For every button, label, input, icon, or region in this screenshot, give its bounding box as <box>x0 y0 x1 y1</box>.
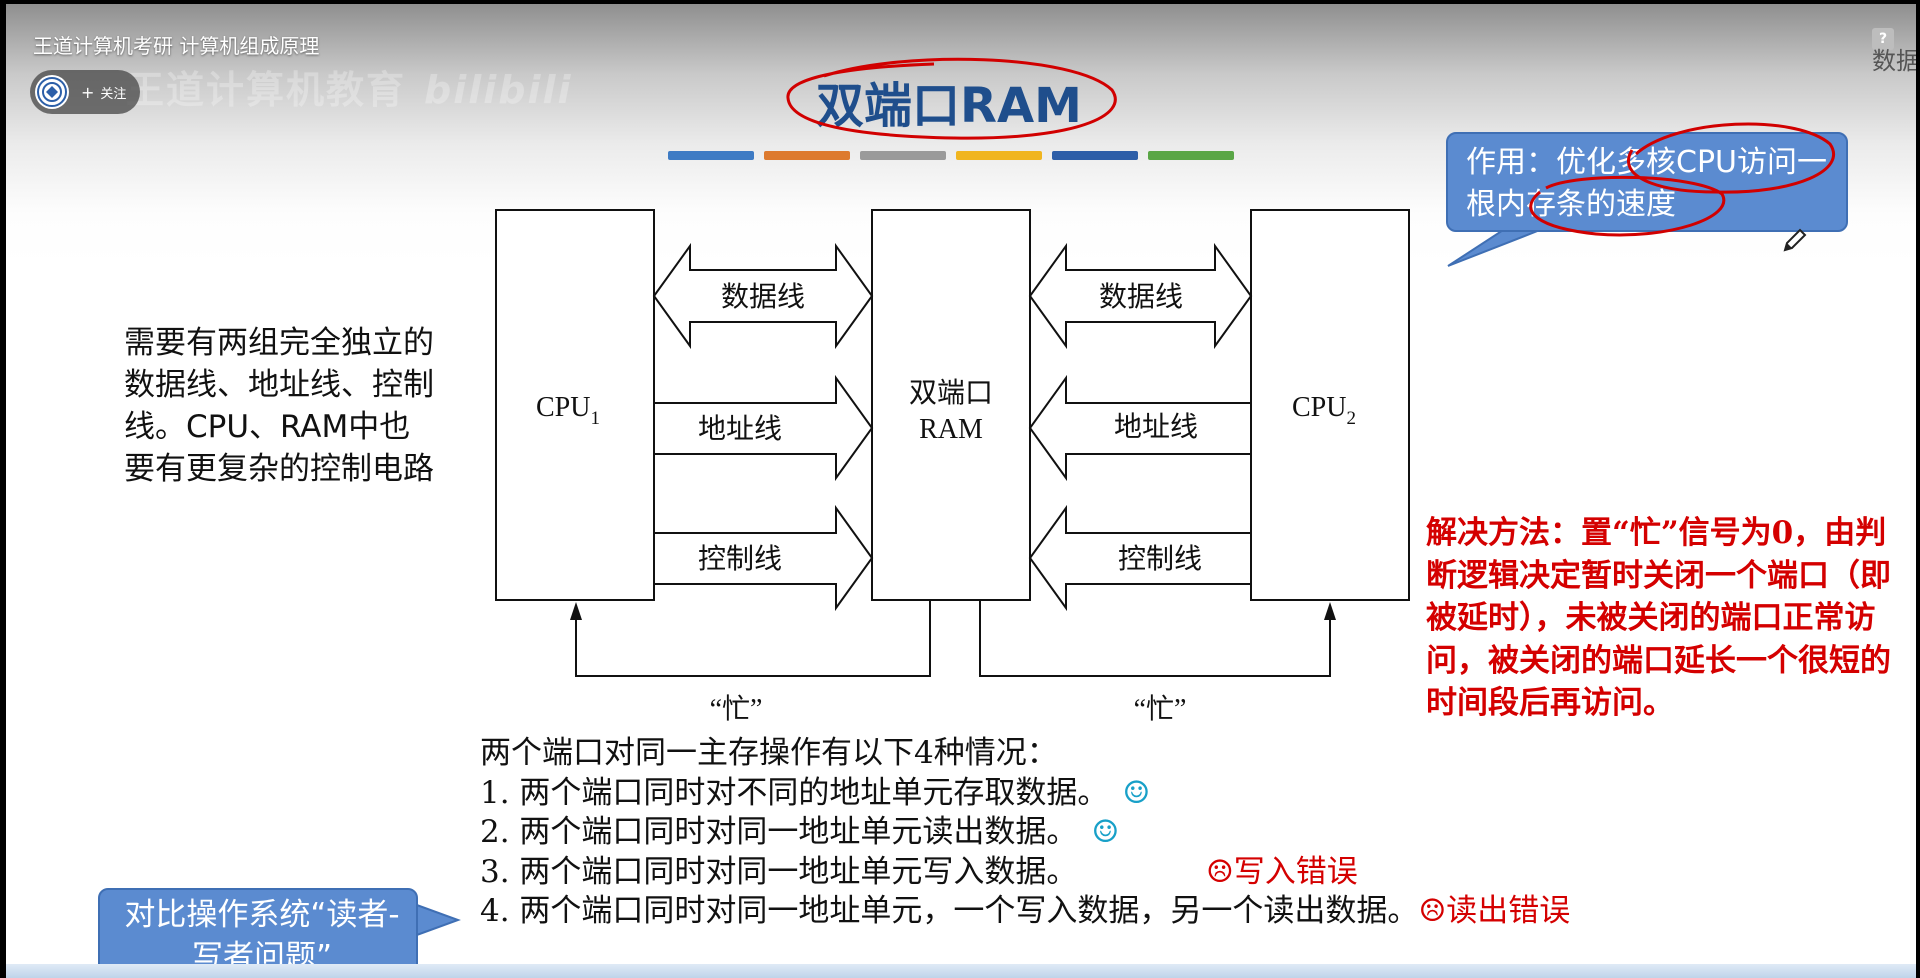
color-bar <box>764 151 850 160</box>
solution-text: 解决方法：置“忙”信号为0，由判断逻辑决定暂时关闭一个端口（即被延时），未被关闭… <box>1426 515 1891 721</box>
data-line-arrow-left <box>652 242 874 350</box>
help-icon[interactable]: ? <box>1872 28 1894 50</box>
case-text: 2. 两个端口同时对同一地址单元读出数据。 <box>480 814 1078 850</box>
sad-icon: ☹ <box>1418 893 1447 929</box>
uploader-pill[interactable]: + 关注 <box>30 70 140 114</box>
watermark: 王道计算机教育 bilibili <box>126 59 573 114</box>
address-line-arrow-left <box>653 374 874 482</box>
follow-label: 关注 <box>100 86 127 102</box>
case-text: 4. 两个端口同时对同一地址单元，一个写入数据，另一个读出数据。 <box>480 893 1419 929</box>
control-line-arrow-right <box>1028 504 1252 612</box>
busy-label-right: “忙” <box>1134 693 1187 725</box>
sad-icon: ☹ <box>1206 853 1234 890</box>
title-ink-circle <box>786 57 1117 140</box>
ram-box <box>871 209 1031 601</box>
purpose-callout-text: 作用：优化多核CPU访问一根内存条的速度 <box>1466 145 1827 222</box>
color-bar <box>1052 151 1138 160</box>
ram-label-line2: RAM <box>919 414 983 445</box>
case-text: 1. 两个端口同时对不同的地址单元存取数据。 <box>480 774 1109 811</box>
address-line-label-right: 地址线 <box>1114 410 1198 443</box>
data-line-arrow-right <box>1028 242 1253 350</box>
color-bar <box>1148 151 1234 160</box>
write-error-note: 写入错误 <box>1233 853 1358 890</box>
list-item: 2. 两个端口同时对同一地址单元读出数据。 ☺ <box>480 813 1570 853</box>
busy-line-left <box>575 600 931 677</box>
ram-label-line1: 双端口 <box>909 377 993 409</box>
pencil-icon[interactable] <box>1781 226 1809 254</box>
smile-icon: ☺ <box>1122 774 1151 811</box>
color-bar <box>860 151 946 160</box>
slide-title: 双端口RAM <box>816 78 1082 134</box>
side-panel-text: 数据 书 <box>1872 47 1916 75</box>
bottom-decor-strip <box>6 964 1916 978</box>
dual-port-ram-diagram: CPU1 CPU2 双端口 RAM 数据线 数据线 地址线 地址线 控制线 控制… <box>495 209 1410 725</box>
color-bar <box>668 151 754 160</box>
smile-icon: ☺ <box>1091 814 1120 850</box>
data-line-label-right: 数据线 <box>1099 280 1183 313</box>
busy-label-left: “忙” <box>710 693 763 725</box>
control-line-label-right: 控制线 <box>1118 542 1202 575</box>
list-item: 4. 两个端口同时对同一地址单元，一个写入数据，另一个读出数据。☹读出错误 <box>480 892 1570 932</box>
watermark-text: 王道计算机教育 <box>126 68 407 112</box>
cases-intro: 两个端口对同一主存操作有以下4种情况： <box>480 735 1058 771</box>
cases-list: 两个端口对同一主存操作有以下4种情况： 1. 两个端口同时对不同的地址单元存取数… <box>480 734 1570 932</box>
busy-line-right <box>979 600 1331 677</box>
list-item: 3. 两个端口同时对同一地址单元写入数据。 ☹写入错误 <box>480 853 1570 893</box>
read-error-note: 读出错误 <box>1446 893 1571 929</box>
slide: 王道计算机考研 计算机组成原理 王道计算机教育 bilibili + 关注 ? 数… <box>6 4 1916 978</box>
control-line-arrow-left <box>653 504 874 612</box>
case-text: 3. 两个端口同时对同一地址单元写入数据。 <box>480 853 1078 890</box>
data-line-label-left: 数据线 <box>721 280 805 313</box>
plus-icon: + <box>81 82 95 102</box>
address-line-label-left: 地址线 <box>698 412 782 445</box>
avatar[interactable] <box>35 75 69 109</box>
purpose-callout: 作用：优化多核CPU访问一根内存条的速度 <box>1446 132 1848 232</box>
compare-callout-tail <box>414 902 461 938</box>
color-bar <box>956 151 1042 160</box>
address-line-arrow-right <box>1028 374 1252 482</box>
cpu2-label: CPU2 <box>1292 392 1356 429</box>
video-title: 王道计算机考研 计算机组成原理 <box>33 34 320 58</box>
cpu1-box <box>495 209 655 601</box>
callout-ink-marks <box>1529 122 1835 237</box>
control-line-label-left: 控制线 <box>698 542 782 575</box>
left-explanation: 需要有两组完全独立的数据线、地址线、控制线。CPU、RAM中也要有更复杂的控制电… <box>124 325 434 487</box>
bilibili-logo: bilibili <box>424 68 573 112</box>
cpu2-box <box>1250 209 1410 601</box>
case-mark: ☹写入错误 <box>1206 853 1358 893</box>
title-color-bars <box>668 151 1234 160</box>
cpu1-label: CPU1 <box>536 392 600 429</box>
follow-button[interactable]: + 关注 <box>81 83 126 102</box>
list-item: 1. 两个端口同时对不同的地址单元存取数据。 ☺ <box>480 774 1570 814</box>
